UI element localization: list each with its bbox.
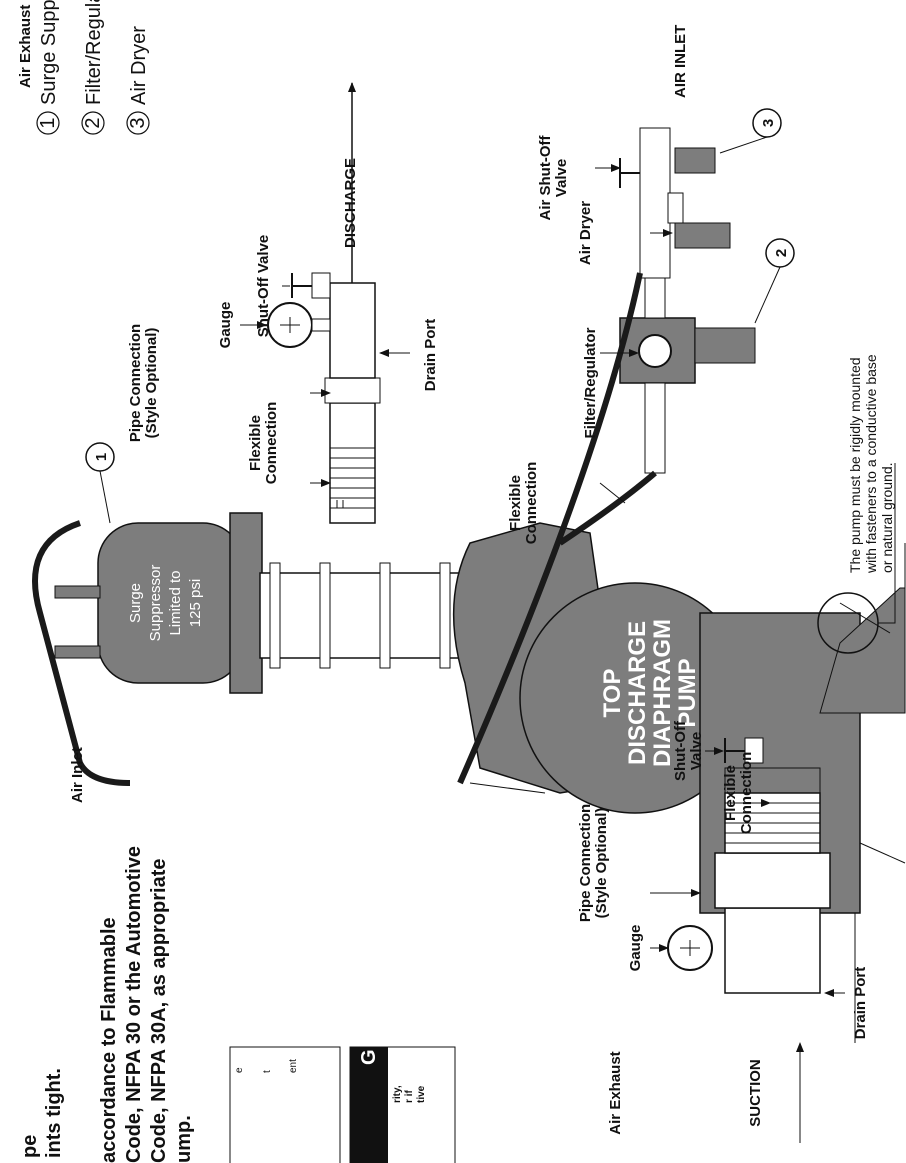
svg-text:Connection: Connection <box>523 462 540 545</box>
legend-item-surge: Surge Suppressor <box>38 0 60 105</box>
note-box <box>229 1046 341 1163</box>
svg-text:ent: ent <box>288 1059 299 1073</box>
flex-mid-label: Flexible <box>507 475 524 531</box>
svg-text:or natural ground.: or natural ground. <box>879 462 895 573</box>
air-inlet-left-label: Air Inlet <box>69 747 86 803</box>
svg-text:ump.: ump. <box>173 1115 195 1163</box>
legend-item-dryer: Air Dryer <box>128 26 150 105</box>
svg-text:1: 1 <box>37 117 59 128</box>
filter-reg-label: Filter/Regulator <box>582 327 599 438</box>
air-dryer <box>639 127 731 279</box>
air-dryer-label: Air Dryer <box>577 201 594 265</box>
pipe-conn-top-label: Pipe Connection <box>127 324 144 442</box>
svg-text:Valve: Valve <box>688 732 705 770</box>
svg-text:3: 3 <box>127 117 149 128</box>
flex-bot-label: Flexible <box>722 765 739 821</box>
air-shutoff-valve <box>619 158 640 188</box>
svg-text:ints tight.: ints tight. <box>43 1068 65 1158</box>
suction-label: SUCTION <box>747 1059 764 1127</box>
legend-item-filter: Filter/Regulator <box>83 0 105 105</box>
svg-text:Surge: Surge <box>127 583 144 623</box>
svg-text:Code, NFPA 30A, as appropriate: Code, NFPA 30A, as appropriate <box>148 858 170 1163</box>
note-code: accordance to Flammable <box>98 917 120 1163</box>
callout-2: 2 <box>754 238 795 324</box>
svg-text:DIAPHRAGM: DIAPHRAGM <box>649 619 676 767</box>
drain-bot-label: Drain Port <box>852 967 869 1040</box>
gauge-bot-label: Gauge <box>627 925 644 972</box>
pump-label: TOP <box>599 669 626 718</box>
gauge-bottom <box>667 925 713 971</box>
shutoff-valve-bottom <box>724 737 764 764</box>
svg-text:(Style Optional): (Style Optional) <box>143 328 160 439</box>
air-exhaust-bot-label: Air Exhaust <box>607 1051 624 1134</box>
shutoff-top-label: Shut-Off Valve <box>255 235 272 338</box>
drain-top-label: Drain Port <box>422 319 439 392</box>
svg-text:t: t <box>262 1070 273 1073</box>
air-shutoff-label: Air Shut-Off <box>537 135 554 221</box>
shutoff-valve-top <box>291 272 331 299</box>
svg-text:rity,: rity, <box>392 1085 403 1103</box>
svg-text:125 psi: 125 psi <box>187 579 204 627</box>
svg-text:Code, NFPA 30 or the Automotiv: Code, NFPA 30 or the Automotive <box>123 846 145 1163</box>
surge-suppressor <box>54 512 263 694</box>
air-inlet-right-label: AIR INLET <box>672 25 689 98</box>
gauge-top-label: Gauge <box>217 302 234 349</box>
callout-1: 1 <box>85 442 115 524</box>
svg-text:Connection: Connection <box>738 752 755 835</box>
air-hose <box>457 272 643 785</box>
svg-text:1: 1 <box>93 453 110 461</box>
legend: 1 Surge Suppressor 2 Filter/Regulator 3 … <box>36 0 150 135</box>
flexible-connection-top <box>330 447 375 509</box>
pipe-conn-bot-label: Pipe Connection <box>577 804 594 922</box>
note-pipe: pe <box>19 1135 41 1158</box>
warning-title: G <box>358 1049 380 1065</box>
svg-text:DISCHARGE: DISCHARGE <box>624 621 651 765</box>
svg-text:2: 2 <box>773 249 790 257</box>
svg-text:e: e <box>234 1067 245 1073</box>
svg-text:(Style Optional): (Style Optional) <box>593 808 610 919</box>
diaphragm-pump <box>452 522 906 1043</box>
svg-text:tive: tive <box>416 1085 427 1103</box>
callout-3: 3 <box>719 108 782 154</box>
ground-note: The pump must be rigidly mounted <box>847 357 863 573</box>
svg-text:r if: r if <box>404 1090 415 1103</box>
svg-text:2: 2 <box>82 117 104 128</box>
svg-text:Connection: Connection <box>263 402 280 485</box>
svg-text:Limited to: Limited to <box>167 570 184 635</box>
svg-text:with fasteners to a conductive: with fasteners to a conductive base <box>863 354 879 574</box>
gauge-top <box>267 302 331 348</box>
surge-air-hose <box>32 520 131 786</box>
flex-top-label: Flexible <box>247 415 264 471</box>
svg-text:Suppressor: Suppressor <box>147 565 164 642</box>
flexible-connection-bottom <box>725 802 820 844</box>
discharge-label: DISCHARGE <box>342 158 359 248</box>
svg-text:Valve: Valve <box>553 159 570 197</box>
svg-text:3: 3 <box>760 119 777 127</box>
svg-text:PUMP: PUMP <box>674 658 701 727</box>
filter-regulator <box>619 277 756 474</box>
shutoff-bot-label: Shut-Off <box>672 720 689 781</box>
air-exhaust-top-label: Air Exhaust <box>17 5 34 88</box>
